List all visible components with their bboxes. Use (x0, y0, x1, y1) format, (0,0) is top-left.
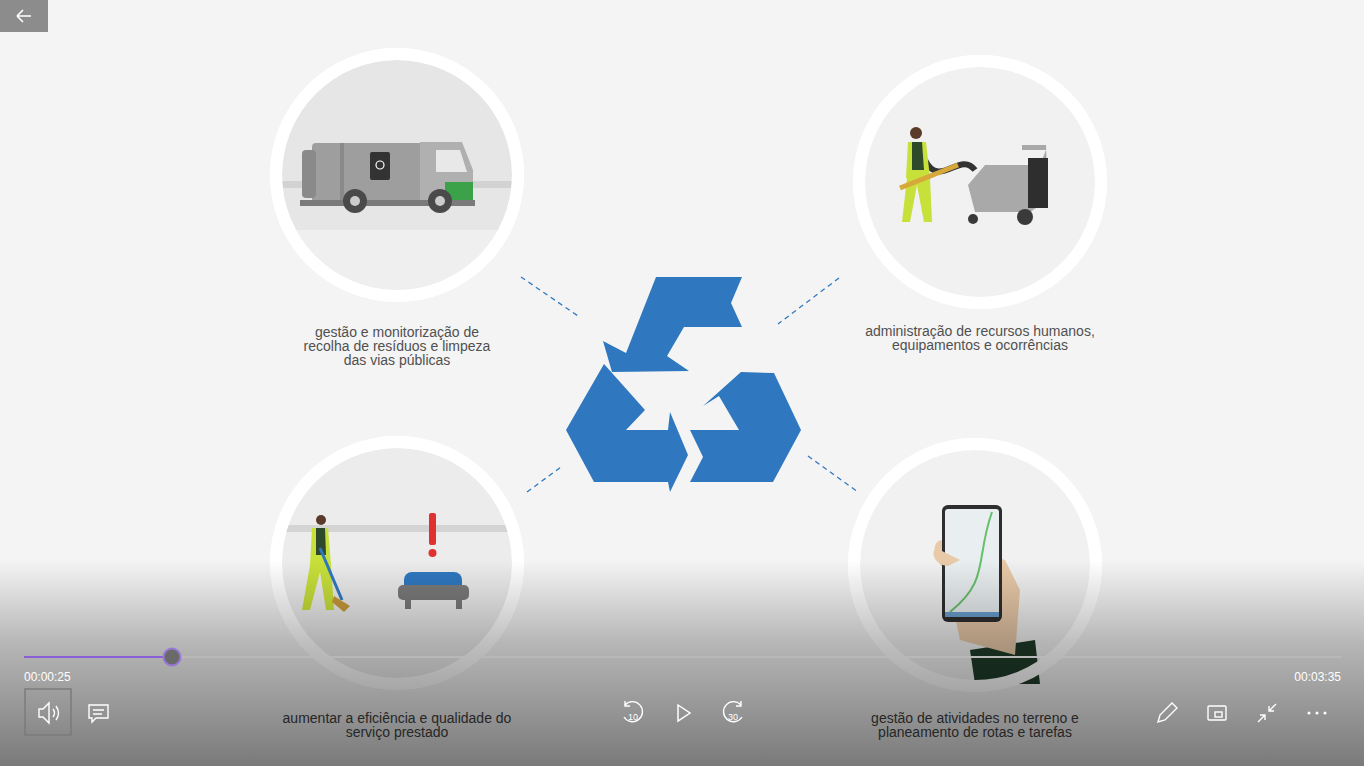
truck-icon-part (376, 161, 384, 169)
captions-button-part (89, 705, 108, 722)
circle-node: administração de recursos humanos, equip… (852, 54, 1108, 310)
forward-button-part (736, 701, 741, 706)
captions-button-part (93, 710, 104, 714)
progress-bar (24, 649, 1341, 666)
collapse-button (1258, 704, 1276, 722)
dashed-leader-part (778, 278, 839, 324)
circle-backgrounds-part (853, 55, 1107, 309)
circle-ring (859, 61, 1101, 303)
truck-icon-part (428, 189, 452, 213)
sofa-icon-part (429, 549, 437, 557)
truck-icon-part (343, 189, 367, 213)
miniplayer-button-part (1215, 712, 1222, 717)
player-shade (0, 560, 1364, 766)
recycle-symbol-part (690, 372, 801, 482)
truck-icon-part (312, 143, 424, 205)
recycle-symbol (566, 277, 801, 492)
truck-icon-part (350, 196, 360, 206)
captions-button (89, 705, 108, 722)
pen-button-part (1158, 703, 1177, 722)
truck-icon-part (435, 196, 445, 206)
back-button-part (17, 10, 31, 22)
vacuum-worker-icon-part (910, 127, 922, 139)
recycle-symbol-part (603, 277, 742, 372)
node-caption: administração de recursos humanos, equip… (855, 324, 1105, 352)
rewind-button (624, 701, 642, 722)
total-time: 00:03:35 (1294, 671, 1341, 683)
vacuum-worker-icon-part (968, 145, 1048, 212)
forward-button (724, 701, 742, 722)
vacuum-worker-icon-part (906, 142, 930, 178)
dashed-leader (521, 277, 858, 492)
dashed-leader-part (808, 456, 858, 492)
more-button-part (1324, 712, 1327, 715)
recycle-symbol-part (566, 364, 688, 492)
more-button-part (1308, 712, 1311, 715)
rewind-button-part (624, 702, 642, 722)
back-button-part (0, 0, 48, 32)
volume-button-part (39, 703, 49, 723)
vacuum-worker-icon-part (968, 214, 978, 224)
rewind-seconds: 10 (628, 713, 638, 722)
truck-icon-part (436, 150, 467, 172)
collapse-button-part (1258, 704, 1276, 722)
sofa-icon-part (429, 513, 436, 545)
truck-icon-part (340, 143, 344, 205)
circle-ring (276, 54, 518, 296)
dashed-leader-part (521, 277, 578, 316)
progress-bar-part (24, 656, 1341, 658)
dashed-leader-part (527, 467, 561, 492)
truck-icon-part (370, 152, 390, 180)
circle-backgrounds-part (865, 67, 1095, 297)
vacuum-worker-icon-part (1028, 158, 1048, 208)
progress-bar-part (164, 649, 181, 666)
forward-seconds: 30 (728, 713, 738, 722)
miniplayer-button (1208, 706, 1226, 720)
circle-outline (269, 47, 525, 303)
circle-backgrounds-part (270, 48, 524, 302)
sweeper-icon-part (316, 515, 326, 525)
volume-button (25, 689, 71, 735)
vacuum-worker-icon (900, 127, 1048, 225)
truck-icon (300, 142, 475, 213)
progress-bar-part (24, 656, 172, 658)
circle-node: gestão e monitorização de recolha de res… (269, 47, 525, 303)
pen-button (1158, 703, 1177, 722)
volume-button-part (25, 689, 71, 735)
vacuum-worker-icon-part (900, 165, 958, 188)
forward-button-part (724, 702, 742, 722)
volume-button-part (53, 706, 59, 720)
vacuum-worker-icon-part (912, 142, 924, 170)
truck-icon-part (302, 150, 316, 198)
node-caption: aumentar a eficiência e qualidade do ser… (282, 711, 512, 739)
more-button (1308, 712, 1327, 715)
back-button (0, 0, 48, 32)
node-caption: gestão de atividades no terreno e planea… (860, 711, 1090, 739)
current-time: 00:00:25 (24, 671, 71, 683)
play-button (678, 705, 690, 721)
rewind-button-part (625, 701, 630, 706)
play-button-part (678, 705, 690, 721)
more-button-part (1316, 712, 1319, 715)
miniplayer-button-part (1208, 706, 1226, 720)
vacuum-worker-icon-part (1017, 209, 1033, 225)
node-caption: gestão e monitorização de recolha de res… (302, 325, 492, 367)
circle-outline (852, 54, 1108, 310)
